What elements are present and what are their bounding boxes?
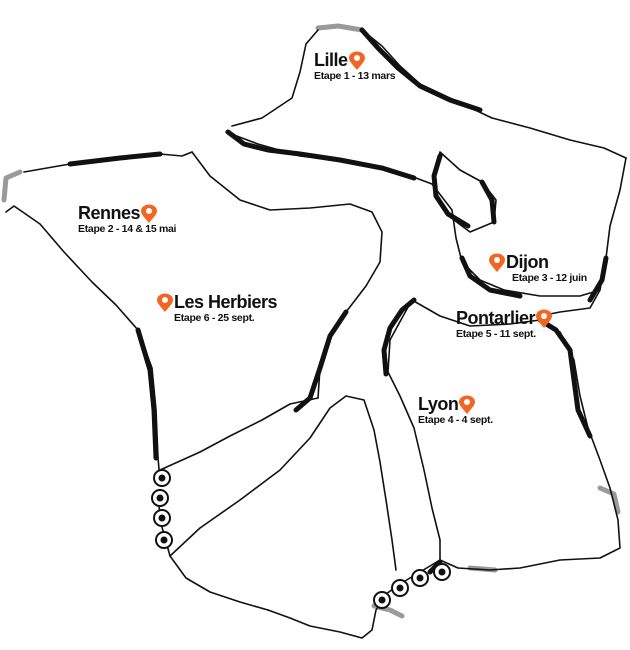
knot-core: [416, 574, 424, 582]
location-pin-icon: [348, 51, 366, 71]
location-pin-icon: [535, 309, 553, 329]
shadow-north-top: [315, 23, 365, 33]
stage-date: Etape 1 - 13 mars: [314, 70, 396, 82]
stroke-rhone: [381, 297, 417, 377]
stroke-west-coast: [135, 327, 159, 461]
city-name: Lille: [314, 50, 348, 70]
outline-channel-coast: [23, 151, 193, 173]
outline-north-east-border: [361, 29, 627, 159]
knot-core: [156, 494, 164, 502]
outline-rhone: [387, 299, 441, 561]
stroke-channel: [67, 151, 163, 167]
stroke-north-region: [225, 129, 417, 181]
city-name: Pontarlier: [456, 308, 536, 328]
shadow-east-tip: [597, 485, 621, 515]
stroke-east-side: [587, 255, 609, 303]
stage-date: Etape 5 - 11 sept.: [456, 328, 536, 340]
outline-northwest-coast: [5, 205, 161, 481]
stage-date: Etape 3 - 12 juin: [512, 272, 587, 284]
knot-core: [396, 584, 404, 592]
stroke-central-west: [293, 309, 349, 413]
city-name: Dijon: [506, 252, 549, 272]
shadow-nw-edge: [1, 169, 23, 203]
city-name: Rennes: [78, 203, 141, 223]
outline-west-central: [191, 151, 383, 399]
stage-date: Etape 4 - 4 sept.: [418, 414, 493, 426]
city-name: Les Herbiers: [174, 292, 278, 312]
location-pin-icon: [488, 253, 506, 273]
stroke-enclave: [431, 153, 471, 229]
outline-central-region: [169, 395, 397, 571]
stage-date: Etape 2 - 14 & 15 mai: [78, 223, 177, 235]
stage-label-pontarlier[interactable]: Pontarlier Etape 5 - 11 sept.: [456, 308, 553, 340]
stage-label-lyon[interactable]: Lyon Etape 4 - 4 sept.: [418, 394, 493, 426]
location-pin-icon: [156, 293, 174, 313]
knot-core: [158, 514, 166, 522]
outline-south-coast: [267, 559, 441, 639]
map-thick-strokes: [67, 27, 609, 575]
stage-label-rennes[interactable]: Rennes Etape 2 - 14 & 15 mai: [78, 203, 176, 235]
location-pin-icon: [458, 395, 476, 415]
knot-core: [160, 536, 168, 544]
stroke-east-jura: [537, 317, 593, 439]
stroke-north-border: [359, 27, 483, 113]
southwest-knot-chain: [151, 469, 173, 549]
outline-alps-border: [439, 319, 621, 571]
location-pin-icon: [140, 204, 158, 224]
stage-date: Etape 6 - 25 sept.: [174, 312, 255, 324]
stroke-dijon-basin: [459, 255, 523, 299]
stage-label-les-herbiers[interactable]: Les Herbiers Etape 6 - 25 sept.: [156, 292, 278, 324]
knot-core: [158, 474, 166, 482]
outline-jura: [411, 299, 541, 327]
outline-loire: [159, 397, 319, 471]
stage-label-lille[interactable]: Lille Etape 1 - 13 mars: [314, 50, 396, 82]
south-knot-chain: [373, 563, 451, 609]
stroke-enclave-east: [479, 179, 497, 225]
outline-east-border: [539, 157, 627, 317]
knot-core: [438, 568, 446, 576]
city-name: Lyon: [418, 394, 459, 414]
knot-core: [378, 596, 386, 604]
stage-label-dijon[interactable]: Dijon Etape 3 - 12 juin: [488, 252, 587, 284]
outline-north-border: [231, 29, 319, 127]
outline-south-west: [157, 489, 269, 611]
